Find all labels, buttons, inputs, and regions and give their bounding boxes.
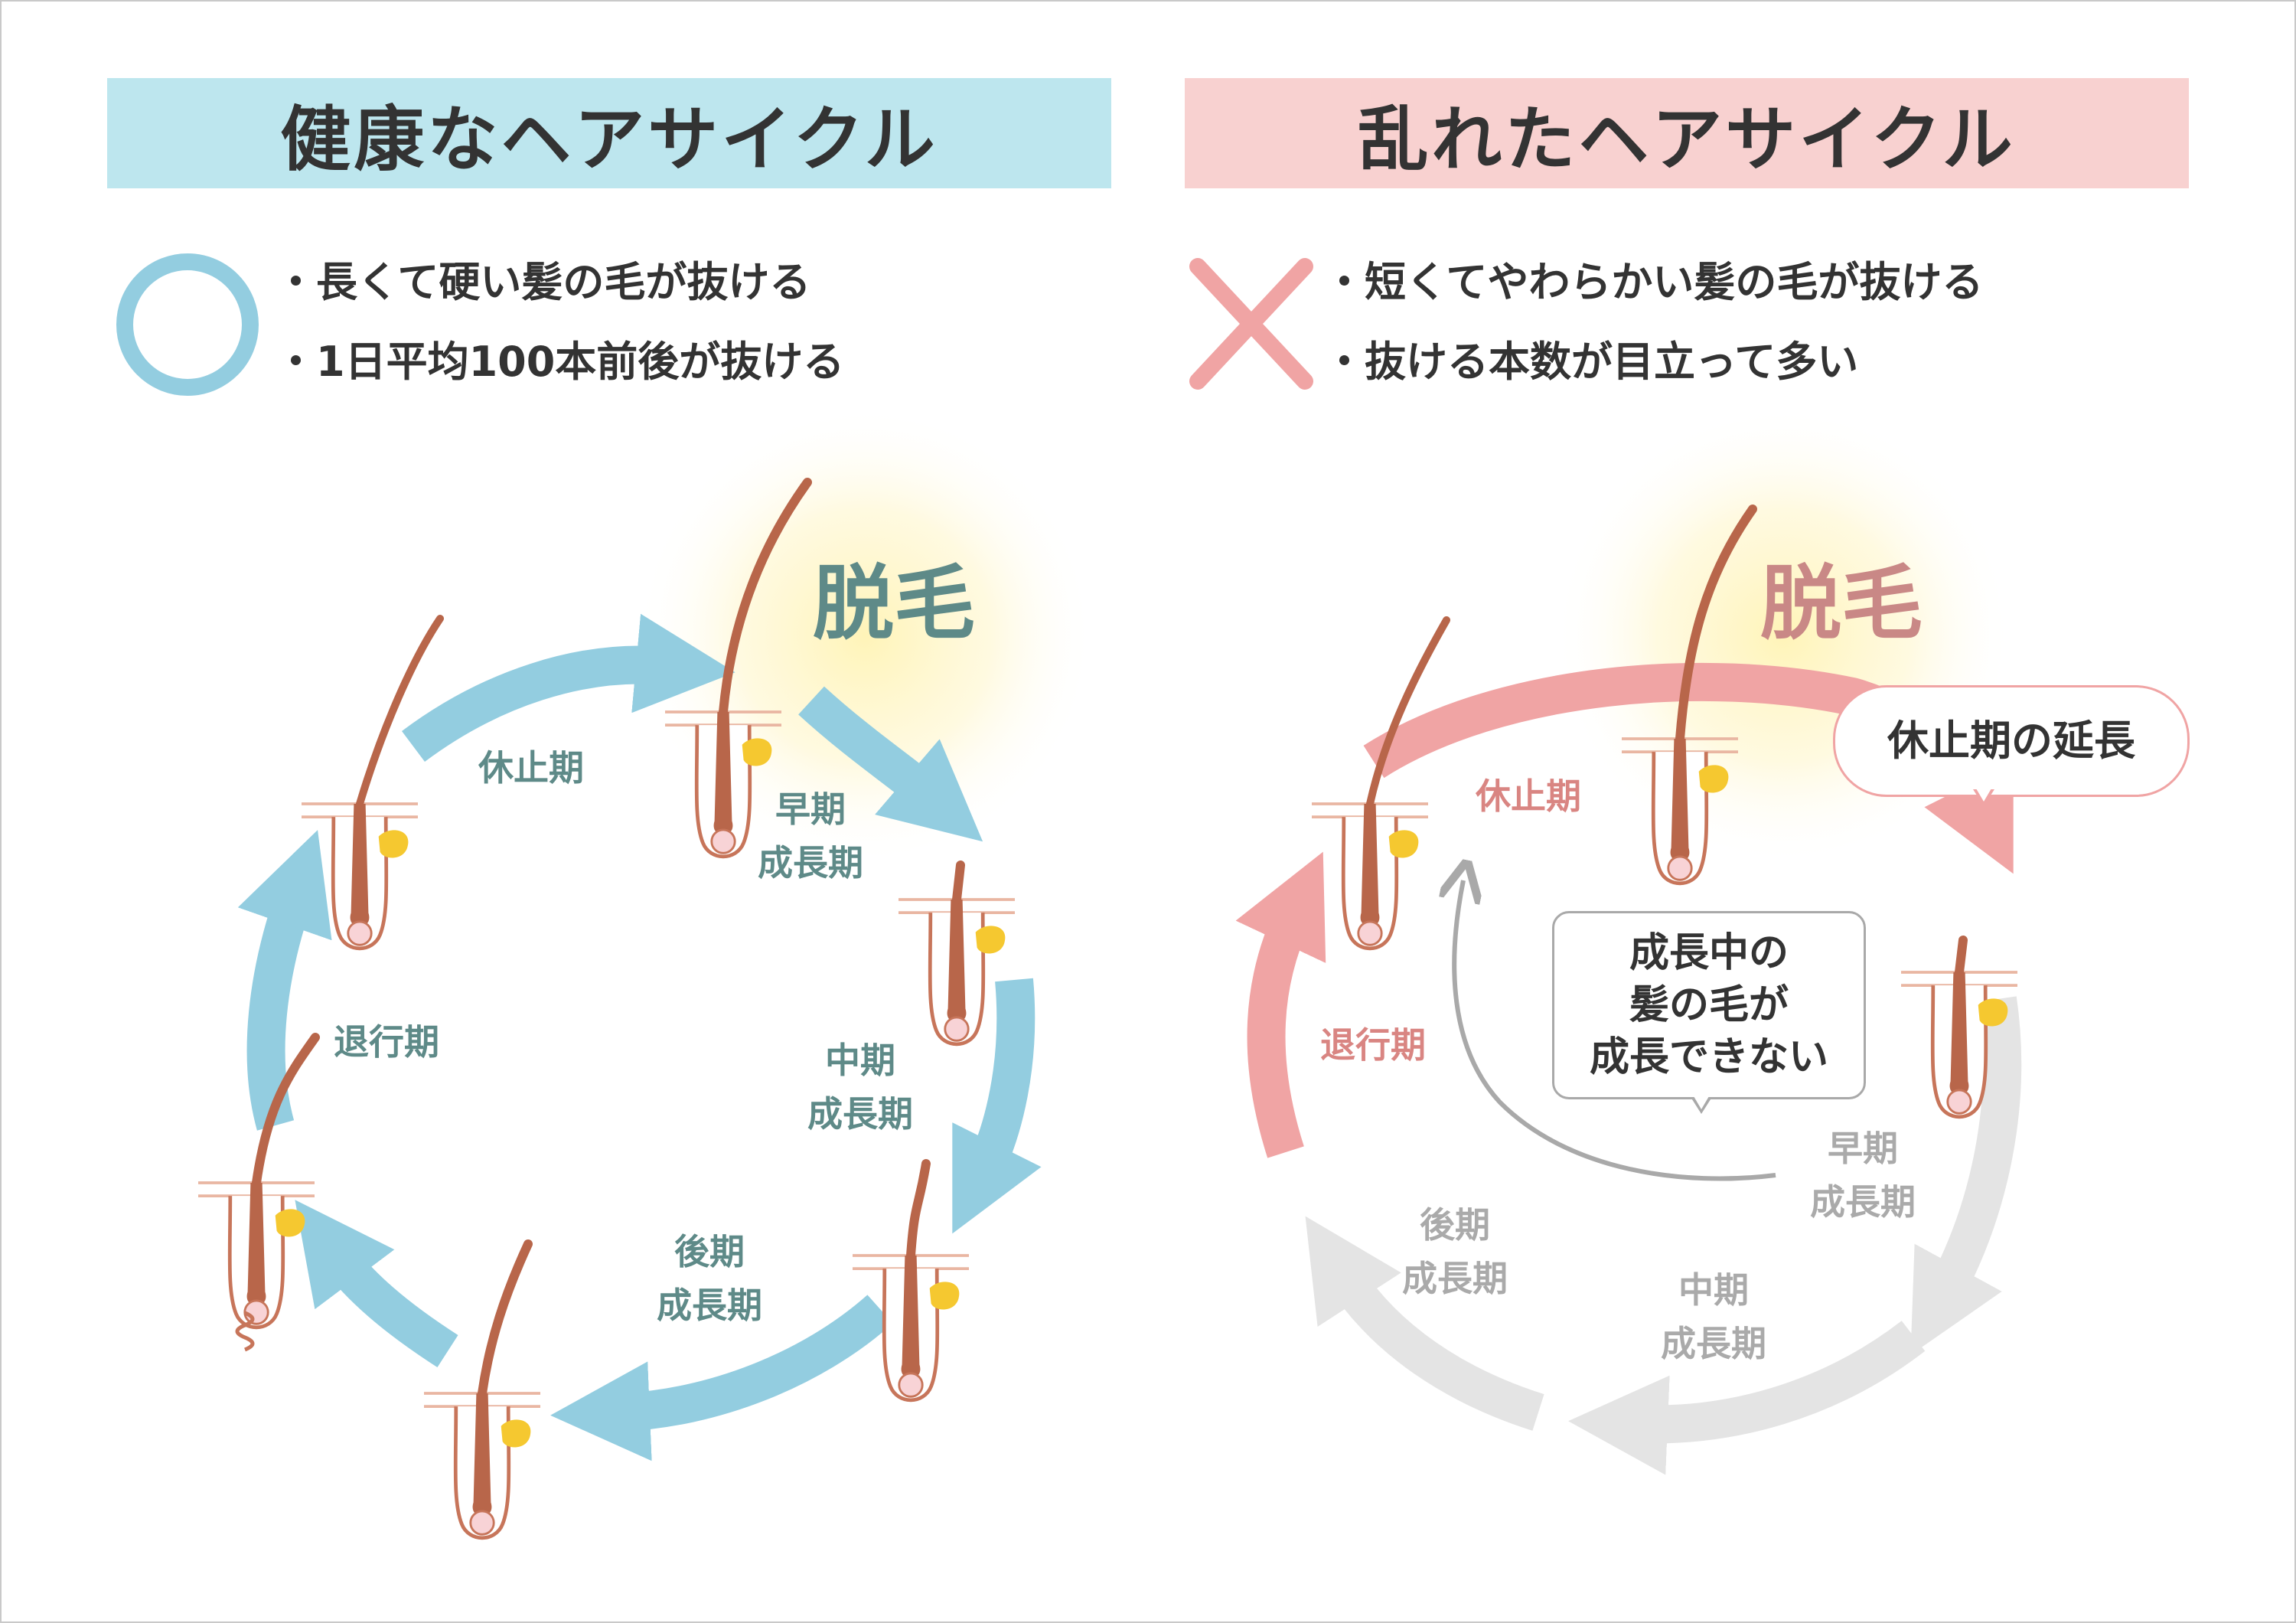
phase-early-left: 早期成長期: [758, 789, 863, 883]
disturbed-bullet-2: 抜ける本数が目立って多い: [1339, 341, 1858, 383]
healthy-bullet-1: 長くて硬い髪の毛が抜ける: [291, 262, 810, 303]
follicle-early-left: [899, 860, 1015, 1044]
growth-stalled-callout-tail-fill: [1694, 1096, 1709, 1109]
arrow-shedding-to-early: [798, 686, 983, 842]
cross-icon: [1189, 258, 1313, 390]
follicle-late-left: [424, 1239, 540, 1538]
disturbed-bullet-1: 短くてやわらかい髪の毛が抜ける: [1339, 262, 1983, 303]
follicle-regression-left: [198, 1033, 320, 1352]
phase-early-right: 早期成長期: [1810, 1128, 1916, 1223]
shedding-label-left: 脱毛: [813, 557, 975, 651]
disturbed-cycle-title: 乱れたヘアサイクル: [1185, 78, 2189, 188]
follicle-mid-left: [853, 1159, 969, 1400]
arrow-late-to-regression-gray: [1305, 1216, 1544, 1431]
phase-regression-right: 退行期: [1320, 1024, 1426, 1066]
arrow-early-to-mid-gray: [1910, 996, 2022, 1355]
phase-mid-right: 中期成長期: [1661, 1269, 1766, 1364]
circle-icon: [116, 253, 259, 396]
disturbed-gray-arrows: [1305, 996, 2022, 1475]
phase-late-right: 後期成長期: [1402, 1204, 1508, 1299]
phase-late-left: 後期成長期: [657, 1231, 762, 1326]
healthy-cycle-arrows: [237, 613, 1042, 1461]
follicle-shedding-right: [1622, 505, 1757, 883]
rest-extension-callout: 休止期の延長: [1833, 685, 2190, 797]
healthy-cycle-title: 健康なヘアサイクル: [107, 78, 1111, 188]
growth-stalled-callout: 成長中の 髪の毛が 成長できない: [1552, 911, 1866, 1099]
healthy-bullet-2: 1日平均100本前後が抜ける: [291, 341, 844, 383]
follicle-shedding-left: [665, 478, 812, 857]
follicle-rest-right: [1312, 616, 1450, 949]
rest-extension-callout-tail-fill: [1976, 789, 1991, 802]
phase-mid-left: 中期成長期: [807, 1040, 913, 1135]
arrow-rest-to-shedding: [402, 613, 735, 763]
phase-rest-right: 休止期: [1476, 776, 1581, 817]
phase-rest-left: 休止期: [478, 747, 584, 789]
shedding-label-right: 脱毛: [1760, 557, 1923, 651]
follicle-early-right: [1901, 936, 2017, 1117]
follicle-rest-left: [302, 615, 444, 949]
arrow-early-to-mid: [952, 978, 1042, 1234]
arrow-mid-to-late-gray: [1568, 1321, 1926, 1475]
arrow-mid-to-late: [550, 1295, 893, 1461]
arrow-regression-to-rest: [237, 830, 332, 1131]
phase-regression-left: 退行期: [334, 1021, 439, 1063]
stalled-growth-arrow: [1454, 880, 1776, 1181]
arrow-late-to-regression: [295, 1200, 458, 1368]
arrow-regression-to-rest-pink: [1235, 851, 1326, 1158]
